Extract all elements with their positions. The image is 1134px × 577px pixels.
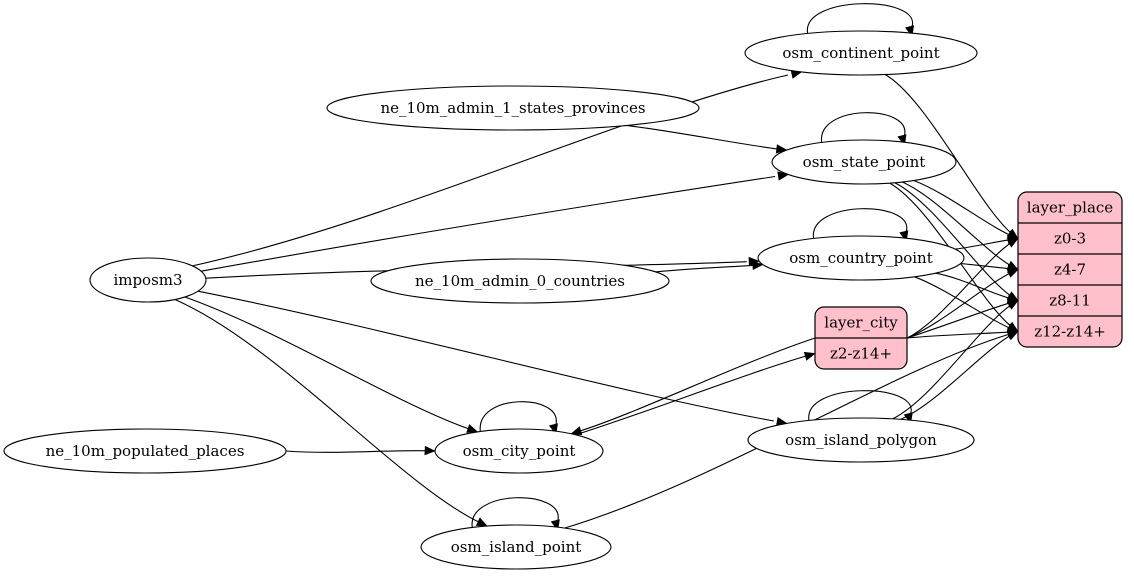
edge-layer_city-to-osm_city_point	[576, 337, 816, 433]
edge-layer_city-to-layer_place-z8-11	[906, 300, 1016, 339]
node-shape-ne_10m_admin_0_countries	[370, 258, 670, 304]
edge-ne_10m_admin_0_countries-to-osm_country_point	[655, 264, 761, 273]
edge-imposm3-to-osm_island_polygon	[197, 290, 774, 422]
edge-ne_10m_populated_places-to-osm_city_point	[285, 450, 432, 453]
node-shape-osm_state_point	[771, 139, 957, 185]
node-ne_10m_admin_0_countries[interactable]: ne_10m_admin_0_countries	[370, 258, 670, 304]
node-shape-ne_10m_admin_1_states_provinces	[326, 85, 700, 131]
node-label-osm_city_point: osm_city_point	[463, 442, 576, 460]
node-osm_city_point[interactable]: osm_city_point	[434, 428, 604, 474]
node-label-osm_island_polygon: osm_island_polygon	[785, 431, 937, 449]
edge-osm_island_polygon-to-layer_place-z8-11	[892, 301, 1016, 420]
edge-layer_city-to-layer_place-z12	[906, 331, 1016, 339]
node-osm_country_point[interactable]: osm_country_point	[757, 235, 965, 281]
edge-osm_country_point-to-layer_place-z12	[914, 276, 1016, 332]
edge-arrowhead-osm_city_point-layer_city-z2	[803, 351, 816, 361]
edge-osm_island_polygon-to-layer_place-z12	[900, 332, 1016, 420]
nodes-layer: imposm3 ne_10m_admin_1_states_provincesne…	[3, 30, 978, 570]
edge-self-loop-osm_state_point	[821, 112, 906, 143]
edge-arrowhead-imposm3-osm_island_point	[475, 517, 488, 527]
edge-arrowhead-ne_10m_populated_places-osm_city_point	[424, 445, 436, 456]
node-osm_state_point[interactable]: osm_state_point	[771, 139, 957, 185]
node-label-osm_state_point: osm_state_point	[803, 153, 926, 171]
record-layer_place[interactable]: layer_place z0-3 z4-7 z8-11 z12-z14+	[1017, 191, 1123, 348]
node-shape-ne_10m_populated_places	[3, 428, 287, 474]
edge-self-loop-osm_city_point	[479, 401, 557, 432]
edge-self-loop-osm_continent_point	[807, 3, 913, 34]
node-label-osm_country_point: osm_country_point	[789, 249, 933, 267]
node-ne_10m_admin_1_states_provinces[interactable]: ne_10m_admin_1_states_provinces	[326, 85, 700, 131]
node-shape-imposm3	[89, 257, 207, 303]
record-row-layer_place-title[interactable]: layer_place	[1027, 199, 1114, 217]
record-label-layer_place-z4-7: z4-7	[1054, 261, 1086, 279]
record-layer_city[interactable]: layer_city z2-z14+	[814, 306, 908, 370]
edge-layer_city-to-layer_place-z4-7	[906, 270, 1016, 339]
node-label-ne_10m_populated_places: ne_10m_populated_places	[46, 442, 245, 460]
node-shape-osm_continent_point	[744, 30, 978, 76]
edge-arrowhead-ne_10m_admin_0_countries-osm_country_point	[752, 260, 764, 271]
edge-self-loop-osm_island_polygon	[808, 390, 912, 421]
edge-arrowhead-layer_city-layer_place-z12	[1007, 327, 1019, 337]
edge-imposm3-to-osm_island_point	[174, 298, 481, 524]
edge-arrowhead-imposm3-osm_city_point	[466, 424, 479, 433]
record-label-layer_place-z12: z12-z14+	[1034, 323, 1106, 341]
edge-ne_10m_admin_1_states_provinces-to-osm_state_point	[626, 124, 784, 151]
edge-osm_continent_point-to-layer_place-z0-3	[884, 74, 1016, 237]
edge-osm_country_point-to-layer_place-z8-11	[935, 272, 1017, 301]
edge-osm_state_point-to-layer_place-z4-7	[902, 181, 1016, 269]
edge-self-loop-osm_island_point	[471, 497, 559, 528]
edge-layer_city-to-layer_place-z0-3	[906, 239, 1016, 339]
record-row-layer_city-title[interactable]: layer_city	[824, 314, 898, 332]
record-label-layer_city-z2: z2-z14+	[830, 345, 892, 363]
edge-osm_state_point-to-layer_place-z0-3	[913, 179, 1016, 239]
node-label-ne_10m_admin_1_states_provinces: ne_10m_admin_1_states_provinces	[380, 99, 645, 117]
node-imposm3[interactable]: imposm3	[89, 257, 207, 303]
record-row-layer_place-z0-3[interactable]: z0-3	[1018, 222, 1122, 248]
edge-imposm3-to-osm_continent_point	[192, 74, 789, 267]
node-shape-osm_island_polygon	[747, 417, 975, 463]
node-shape-osm_country_point	[757, 235, 965, 281]
node-osm_island_point[interactable]: osm_island_point	[420, 524, 612, 570]
record-label-layer_city-title: layer_city	[824, 314, 898, 332]
node-osm_island_polygon[interactable]: osm_island_polygon	[747, 417, 975, 463]
edge-arrowhead-layer_city-layer_place-z4-7	[1006, 269, 1019, 278]
node-osm_continent_point[interactable]: osm_continent_point	[744, 30, 978, 76]
records-layer: layer_place z0-3 z4-7 z8-11 z12-z14+ layer_ci…	[814, 191, 1123, 370]
edge-self-loop-osm_country_point	[813, 208, 907, 239]
node-label-ne_10m_admin_0_countries: ne_10m_admin_0_countries	[415, 272, 625, 290]
edge-arrowhead-layer_city-osm_city_point	[570, 426, 583, 436]
node-ne_10m_populated_places[interactable]: ne_10m_populated_places	[3, 428, 287, 474]
node-label-imposm3: imposm3	[113, 271, 182, 289]
record-row-layer_place-z4-7[interactable]: z4-7	[1018, 253, 1122, 279]
node-shape-osm_island_point	[420, 524, 612, 570]
record-row-layer_city-z2[interactable]: z2-z14+	[815, 337, 907, 363]
edge-osm_state_point-to-layer_place-z8-11	[894, 182, 1016, 300]
edge-imposm3-to-osm_city_point	[184, 296, 472, 431]
record-shell-layer_place	[1017, 191, 1123, 348]
edge-arrowhead-layer_city-layer_place-z0-3	[1006, 238, 1019, 248]
record-label-layer_place-title: layer_place	[1027, 199, 1114, 217]
edge-osm_city_point-to-layer_city-z2	[575, 354, 810, 436]
edge-imposm3-to-osm_state_point	[201, 175, 776, 272]
record-label-layer_place-z8-11: z8-11	[1049, 292, 1091, 310]
edge-arrowhead-layer_city-layer_place-z8-11	[1006, 298, 1019, 308]
record-label-layer_place-z0-3: z0-3	[1054, 230, 1086, 248]
record-row-layer_place-z12[interactable]: z12-z14+	[1018, 315, 1122, 341]
node-label-osm_island_point: osm_island_point	[451, 538, 582, 556]
node-label-osm_continent_point: osm_continent_point	[782, 44, 939, 62]
record-row-layer_place-z8-11[interactable]: z8-11	[1018, 284, 1122, 310]
node-shape-osm_city_point	[434, 428, 604, 474]
